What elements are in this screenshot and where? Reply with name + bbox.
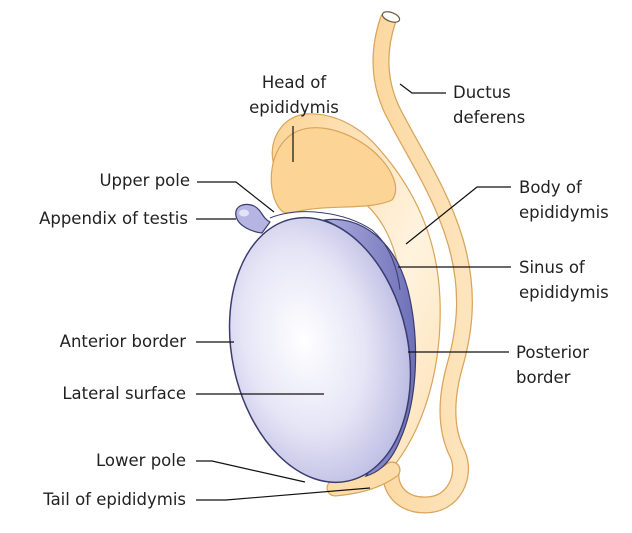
label-posterior-border: Posterior border (516, 340, 589, 390)
label-tail-of-epididymis: Tail of epididymis (43, 487, 186, 512)
leader-ductus (400, 84, 446, 93)
label-lateral-text: Lateral surface (62, 381, 186, 406)
epididymis-head (271, 128, 395, 213)
label-tail-text: Tail of epididymis (43, 487, 186, 512)
label-sinus-of-epididymis: Sinus of epididymis (519, 255, 609, 305)
appendix-of-testis (236, 204, 270, 233)
label-lower-pole-text: Lower pole (96, 448, 186, 473)
label-appendix-text: Appendix of testis (39, 206, 188, 231)
label-appendix-of-testis: Appendix of testis (39, 206, 188, 231)
label-posterior-line2: border (516, 365, 589, 390)
label-ductus-line2: deferens (453, 105, 525, 130)
label-anterior-text: Anterior border (60, 329, 186, 354)
label-posterior-line1: Posterior (516, 340, 589, 365)
label-body-line1: Body of (519, 175, 609, 200)
label-ductus-line1: Ductus (453, 80, 525, 105)
appendix-highlight (239, 210, 249, 217)
label-upper-pole-text: Upper pole (99, 168, 190, 193)
label-body-line2: epididymis (519, 200, 609, 225)
label-lateral-surface: Lateral surface (62, 381, 186, 406)
label-ductus-deferens: Ductus deferens (453, 80, 525, 130)
label-sinus-line2: epididymis (519, 280, 609, 305)
label-head-line2: epididymis (232, 95, 356, 120)
label-upper-pole: Upper pole (99, 168, 190, 193)
label-lower-pole: Lower pole (96, 448, 186, 473)
leader-upper-pole (197, 182, 274, 212)
label-sinus-line1: Sinus of (519, 255, 609, 280)
label-head-line1: Head of (232, 70, 356, 95)
label-body-of-epididymis: Body of epididymis (519, 175, 609, 225)
label-head-of-epididymis: Head of epididymis (232, 70, 356, 120)
label-anterior-border: Anterior border (60, 329, 186, 354)
